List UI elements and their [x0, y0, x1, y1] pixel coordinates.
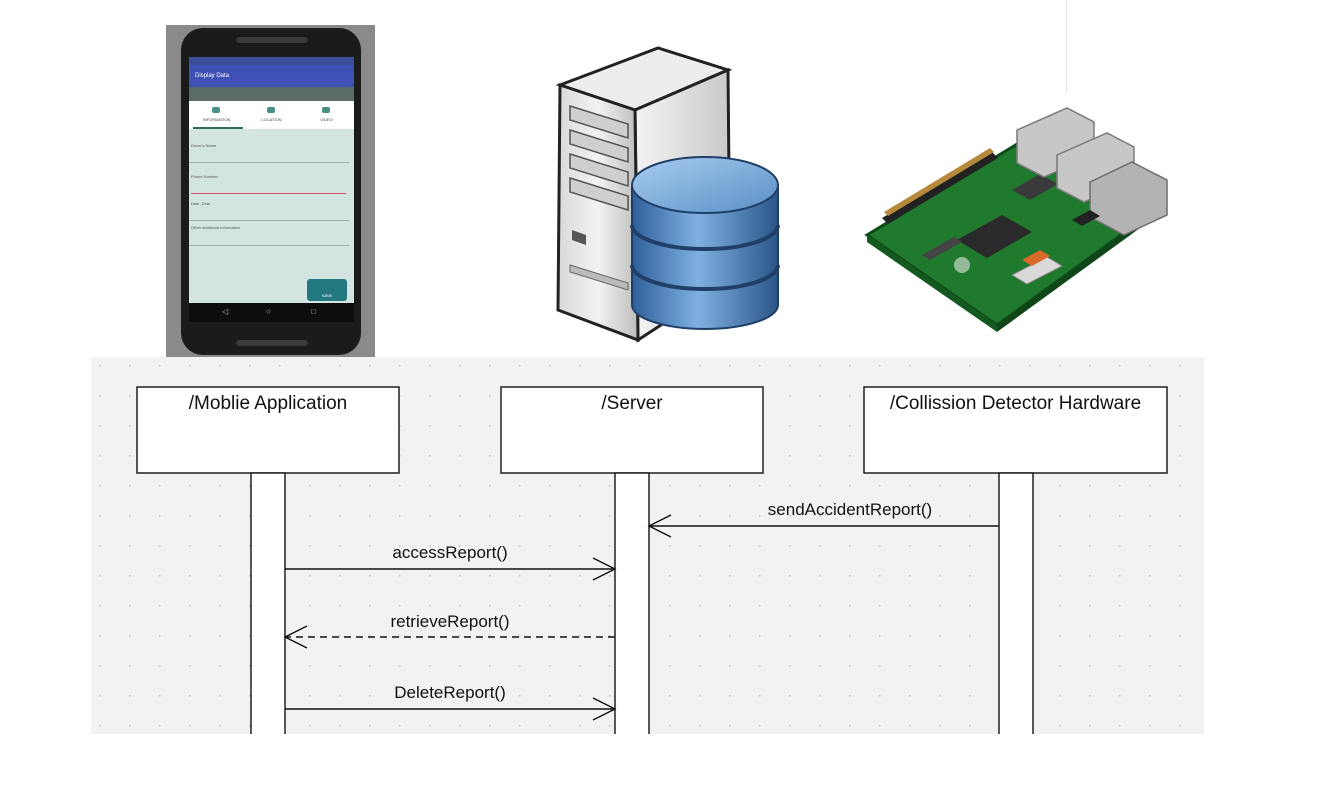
message-access-report[interactable]	[285, 557, 617, 581]
lifeline-title-server: /Server	[601, 393, 663, 414]
lifeline-head-server[interactable]	[500, 386, 764, 474]
activation-bar-collision-detector-hardware[interactable]	[998, 472, 1034, 734]
phone-field-additional-info[interactable]: Other additional information	[191, 225, 241, 230]
phone-status-bar	[189, 57, 354, 65]
phone-tab-video[interactable]: VIDEO	[299, 101, 354, 129]
phone-field-phone-number[interactable]: Phone Number	[191, 174, 218, 179]
phone-app-title: Display Data	[189, 65, 354, 87]
collision-detector-board-image	[864, 107, 1168, 332]
phone-nav-bar: ◁ ○ □	[189, 303, 354, 322]
sequence-diagram	[91, 357, 1204, 734]
phone-tab-indicator	[193, 127, 243, 129]
server-tower-icon	[555, 46, 733, 343]
message-label-send-accident-report: sendAccidentReport()	[767, 500, 933, 519]
info-icon	[212, 107, 220, 113]
phone-tab-information[interactable]: INFORMATION	[189, 101, 244, 129]
lifeline-title-mobile-application: /Moblie Application	[188, 393, 348, 414]
location-icon	[267, 107, 275, 113]
home-icon[interactable]: ○	[266, 307, 271, 316]
recents-icon[interactable]: □	[311, 307, 316, 316]
message-label-delete-report: DeleteReport()	[394, 683, 506, 702]
phone-tab-label: INFORMATION	[202, 117, 231, 122]
back-icon[interactable]: ◁	[222, 307, 229, 316]
phone-field-underline	[189, 162, 349, 163]
phone-speaker	[236, 37, 308, 43]
lifeline-head-mobile-application[interactable]	[136, 386, 400, 474]
phone-tab-label: VIDEO	[320, 117, 333, 122]
phone-header-band	[189, 87, 354, 101]
phone-field-driver-name[interactable]: Driver's Name	[191, 143, 217, 148]
message-send-accident-report[interactable]	[647, 514, 999, 538]
phone-tab-bar: INFORMATION LOCATION VIDEO	[189, 101, 354, 129]
divider	[1066, 0, 1067, 92]
database-icon	[630, 156, 780, 330]
lifeline-head-collision-detector-hardware[interactable]	[863, 386, 1168, 474]
phone-screen: Display Data INFORMATION LOCATION VIDEO …	[189, 57, 354, 322]
message-retrieve-report[interactable]	[283, 625, 615, 649]
phone-field-date[interactable]: Date, Date	[191, 201, 211, 206]
phone-field-underline	[189, 245, 349, 246]
activation-bar-server[interactable]	[614, 472, 650, 734]
phone-save-button[interactable]: SAVE	[307, 279, 347, 301]
phone-field-underline	[189, 220, 349, 221]
message-label-access-report: accessReport()	[392, 543, 508, 562]
phone-field-underline-focused	[191, 193, 346, 194]
circuit-board-icon	[864, 107, 1168, 332]
phone-speaker	[236, 340, 308, 346]
phone-tab-location[interactable]: LOCATION	[244, 101, 299, 129]
phone-tab-label: LOCATION	[261, 117, 282, 122]
message-delete-report[interactable]	[285, 697, 617, 721]
server-database-image	[555, 46, 780, 343]
activation-bar-mobile-application[interactable]	[250, 472, 286, 734]
message-label-retrieve-report: retrieveReport()	[390, 612, 510, 631]
video-icon	[322, 107, 330, 113]
lifeline-title-collision-detector-hardware: /Collission Detector Hardware	[889, 393, 1142, 414]
